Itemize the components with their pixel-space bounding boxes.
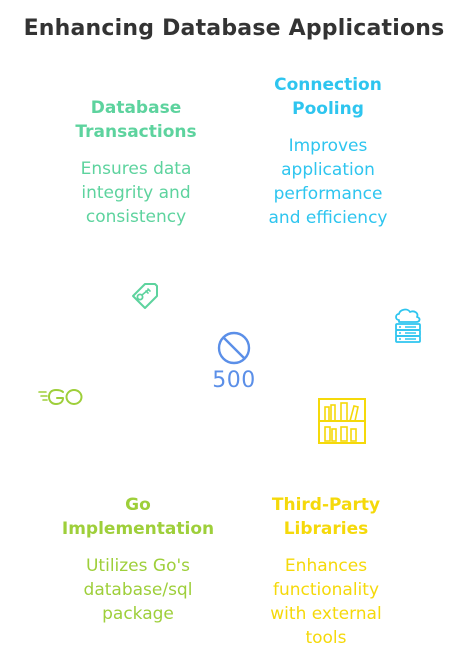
go-desc-line-2: database/sql — [83, 580, 193, 600]
tag-icon — [132, 283, 158, 309]
go-heading: Go Implementation — [48, 493, 228, 541]
bookshelf-icon — [318, 398, 366, 444]
libraries-heading-line-2: Libraries — [283, 519, 369, 539]
transactions-heading-line-1: Database — [90, 98, 182, 118]
transactions-heading: Database Transactions — [48, 96, 224, 144]
libraries-desc-line-3: with external — [270, 604, 382, 624]
pooling-heading-line-1: Connection — [274, 75, 382, 95]
libraries-desc-line-2: functionality — [272, 580, 380, 600]
pooling-desc-line-2: application — [281, 160, 375, 180]
transactions-desc-line-1: Ensures data — [80, 159, 192, 179]
transactions-description: Ensures data integrity and consistency — [48, 157, 224, 229]
transactions-desc-line-2: integrity and — [81, 183, 191, 203]
transactions-desc-line-3: consistency — [85, 207, 187, 227]
libraries-heading-line-1: Third-Party — [271, 495, 381, 515]
transactions-heading-line-2: Transactions — [75, 122, 197, 142]
pooling-desc-line-4: and efficiency — [268, 208, 388, 228]
pooling-desc-line-1: Improves — [288, 136, 368, 156]
pooling-heading-line-2: Pooling — [292, 99, 364, 119]
cloud-server-icon — [395, 308, 421, 343]
page-title: Enhancing Database Applications — [23, 16, 445, 41]
libraries-desc-line-4: tools — [305, 628, 347, 648]
pooling-heading: Connection Pooling — [238, 73, 418, 121]
go-heading-line-2: Implementation — [61, 519, 215, 539]
pooling-description: Improves application performance and eff… — [238, 134, 418, 230]
libraries-description: Enhances functionality with external too… — [236, 554, 416, 650]
go-description: Utilizes Go's database/sql package — [48, 554, 228, 626]
go-heading-line-1: Go — [125, 495, 151, 515]
go-desc-line-1: Utilizes Go's — [85, 556, 191, 576]
prohibited-icon — [217, 331, 251, 365]
go-logo-icon — [38, 389, 83, 405]
pooling-desc-line-3: performance — [273, 184, 383, 204]
libraries-heading: Third-Party Libraries — [236, 493, 416, 541]
go-desc-line-3: package — [102, 604, 174, 624]
libraries-desc-line-1: Enhances — [284, 556, 368, 576]
center-label: 500 — [212, 368, 256, 393]
